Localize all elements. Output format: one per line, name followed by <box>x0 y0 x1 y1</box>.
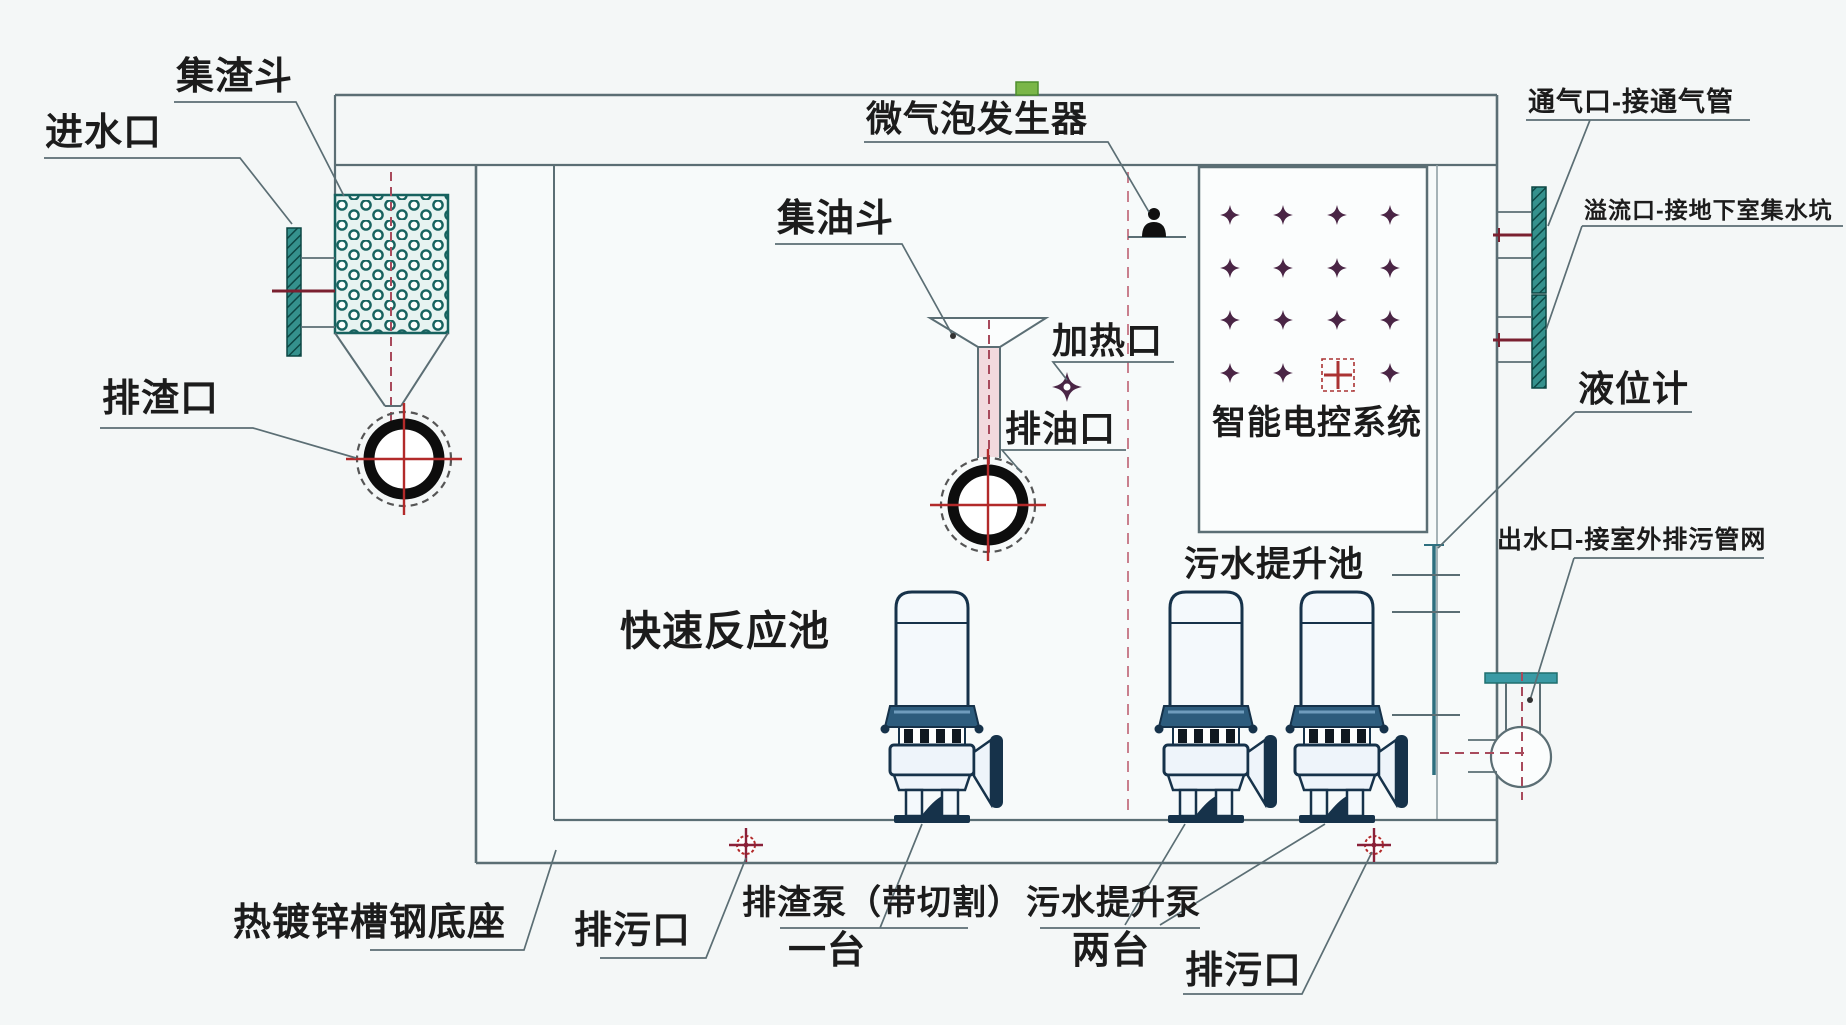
label-slag-pump-line2: 一台 <box>788 930 867 972</box>
label-sewage-lifting-pool: 污水提升池 <box>1184 545 1365 584</box>
label-oil-hopper: 集油斗 <box>777 198 895 240</box>
overflow-port-connection <box>1493 294 1547 389</box>
slag-hopper-assembly <box>333 172 450 438</box>
boxed-cross-icon <box>1321 358 1355 392</box>
label-smart-control-system: 智能电控系统 <box>1212 404 1422 442</box>
label-sewage-pump-line1: 污水提升泵 <box>1026 884 1201 922</box>
label-vent-port: 通气口-接通气管 <box>1528 87 1734 117</box>
control-panel <box>1197 165 1429 534</box>
water-inlet-pipe <box>272 227 335 357</box>
label-slag-pump-line1: 排渣泵（带切割） <box>742 884 1022 922</box>
label-water-outlet: 出水口-接室外排污管网 <box>1497 526 1767 554</box>
water-outlet-elbow <box>1440 672 1558 800</box>
label-heating-port: 加热口 <box>1052 320 1164 361</box>
vent-port-connection <box>1493 186 1547 294</box>
label-overflow-port: 溢流口-接地下室集水坑 <box>1584 197 1833 223</box>
label-slag-hopper: 集渣斗 <box>176 56 294 98</box>
label-drain-outlet-left: 排污口 <box>574 910 692 952</box>
label-drain-outlet-right: 排污口 <box>1185 950 1303 992</box>
label-oil-outlet: 排油口 <box>1005 408 1117 449</box>
label-rapid-reaction-pool: 快速反应池 <box>620 608 830 654</box>
leader-lines <box>44 101 1843 995</box>
level-gauge-instrument <box>1392 544 1460 775</box>
label-water-inlet: 进水口 <box>45 112 163 154</box>
label-microbubble-generator: 微气泡发生器 <box>866 98 1089 139</box>
label-level-gauge: 液位计 <box>1578 368 1690 409</box>
label-base-frame: 热镀锌槽钢底座 <box>233 902 507 944</box>
label-slag-outlet: 排渣口 <box>102 378 220 420</box>
oil-hopper-assembly <box>926 317 1050 552</box>
microbubble-generator-icon <box>1128 208 1186 238</box>
heating-port-cross <box>1052 372 1082 402</box>
slag-outlet-port <box>346 403 462 515</box>
lid-vent-block <box>1015 81 1039 96</box>
label-sewage-pump-line2: 两台 <box>1072 930 1151 972</box>
